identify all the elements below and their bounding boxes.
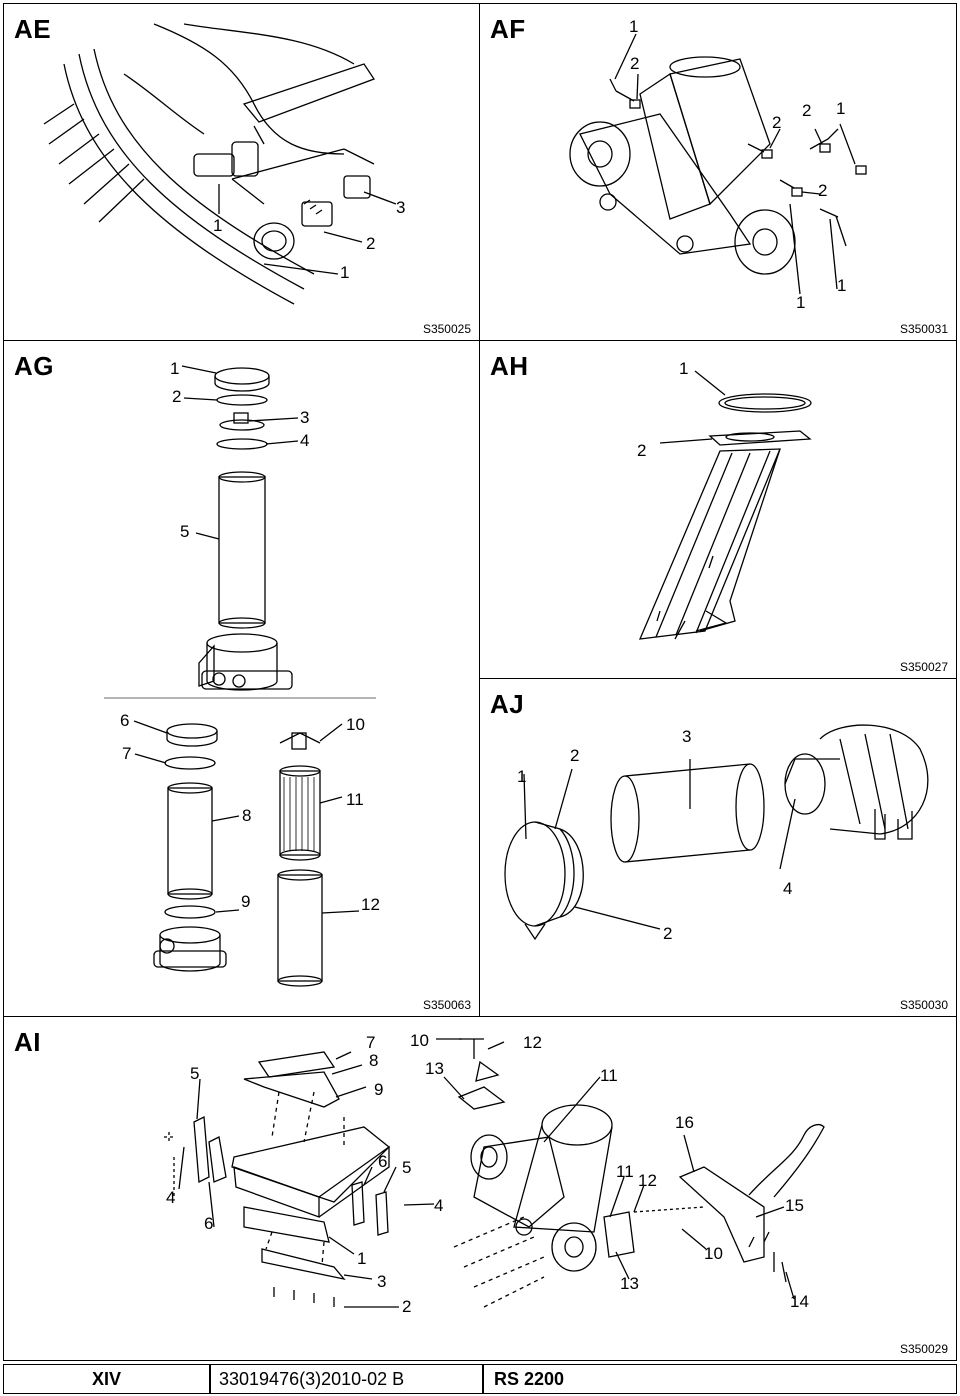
callout: 1 bbox=[213, 216, 223, 235]
callout: 9 bbox=[241, 892, 251, 911]
callout: 4 bbox=[300, 431, 310, 450]
callout: 1 bbox=[836, 99, 846, 118]
panel-ai: AI bbox=[3, 1016, 957, 1361]
callout: 9 bbox=[374, 1080, 384, 1099]
callout: 4 bbox=[434, 1196, 444, 1215]
callout: 3 bbox=[377, 1272, 387, 1291]
ag-illustration bbox=[104, 365, 376, 987]
callout: 2 bbox=[570, 746, 580, 765]
callout: 10 bbox=[410, 1031, 429, 1050]
callout: 13 bbox=[620, 1274, 639, 1293]
footer-divider bbox=[209, 1365, 211, 1393]
ah-illustration bbox=[638, 370, 812, 640]
callout: 16 bbox=[675, 1113, 694, 1132]
callout: 1 bbox=[340, 263, 350, 282]
ai-illustration bbox=[164, 1038, 825, 1308]
callout: 11 bbox=[346, 790, 364, 809]
callout: 12 bbox=[361, 895, 380, 914]
callout: 2 bbox=[818, 181, 828, 200]
panel-aj: AJ 1 2 3 4 2 S350030 bbox=[479, 678, 957, 1017]
callout: 2 bbox=[402, 1297, 412, 1316]
figure-code: S350063 bbox=[422, 998, 471, 1012]
callout: 2 bbox=[637, 441, 647, 460]
callout: 6 bbox=[378, 1152, 388, 1171]
figure-code: S350031 bbox=[899, 322, 948, 336]
aj-illustration bbox=[504, 724, 929, 941]
callout: 2 bbox=[772, 113, 782, 132]
panel-af: AF 1 2 2 2 1 2 1 1 S3 bbox=[479, 3, 957, 341]
callout: 2 bbox=[172, 387, 182, 406]
callout: 6 bbox=[204, 1214, 214, 1233]
callout: 3 bbox=[300, 408, 310, 427]
callout: 10 bbox=[346, 715, 365, 734]
panel-label: AF bbox=[490, 14, 526, 44]
callout: 8 bbox=[242, 806, 252, 825]
panel-label: AG bbox=[14, 351, 54, 381]
callout: 12 bbox=[638, 1171, 657, 1190]
callout: 4 bbox=[783, 879, 793, 898]
callout: 5 bbox=[402, 1158, 412, 1177]
callout: 1 bbox=[357, 1249, 367, 1268]
callout: 1 bbox=[679, 359, 689, 378]
callout: 1 bbox=[517, 767, 527, 786]
document-number: 33019476(3)2010-02 B bbox=[219, 1368, 405, 1389]
footer-divider bbox=[482, 1365, 484, 1393]
callout: 1 bbox=[629, 17, 639, 36]
callout: 12 bbox=[523, 1033, 542, 1052]
callout: 5 bbox=[180, 522, 190, 541]
callout: 5 bbox=[190, 1064, 200, 1083]
callout: 1 bbox=[837, 276, 847, 295]
af-illustration bbox=[569, 33, 867, 295]
panel-ae: AE 1 1 2 3 S350025 bbox=[3, 3, 480, 341]
callout: 7 bbox=[366, 1033, 376, 1052]
figure-code: S350029 bbox=[899, 1342, 948, 1356]
callout: 1 bbox=[170, 359, 180, 378]
panel-label: AJ bbox=[490, 689, 525, 719]
panel-label: AI bbox=[14, 1027, 41, 1057]
callout: 2 bbox=[630, 54, 640, 73]
callout: 14 bbox=[790, 1292, 809, 1311]
panel-label: AE bbox=[14, 14, 52, 44]
callout: 13 bbox=[425, 1059, 444, 1078]
panel-label: AH bbox=[490, 351, 529, 381]
callout: 7 bbox=[122, 744, 132, 763]
page-number: XIV bbox=[91, 1368, 121, 1389]
callout: 11 bbox=[600, 1066, 618, 1085]
ae-illustration bbox=[43, 23, 397, 305]
figure-code: S350025 bbox=[422, 322, 471, 336]
callout: 3 bbox=[682, 727, 692, 746]
model-name: RS 2200 bbox=[494, 1368, 565, 1389]
callout: 2 bbox=[663, 924, 673, 943]
callout: 2 bbox=[802, 101, 812, 120]
page-footer: XIV 33019476(3)2010-02 B RS 2200 bbox=[3, 1364, 957, 1394]
figure-code: S350027 bbox=[899, 660, 948, 674]
callout: 6 bbox=[120, 711, 130, 730]
figure-code: S350030 bbox=[899, 998, 948, 1012]
callout: 15 bbox=[785, 1196, 804, 1215]
callout: 3 bbox=[396, 198, 406, 217]
panel-ag: AG bbox=[3, 340, 480, 1017]
callout: 8 bbox=[369, 1051, 379, 1070]
callout: 1 bbox=[796, 293, 806, 312]
callout: 10 bbox=[704, 1244, 723, 1263]
callout: 4 bbox=[166, 1188, 176, 1207]
callout: 2 bbox=[366, 234, 376, 253]
callout: 11 bbox=[616, 1162, 634, 1181]
panel-ah: AH 1 2 S350027 bbox=[479, 340, 957, 679]
